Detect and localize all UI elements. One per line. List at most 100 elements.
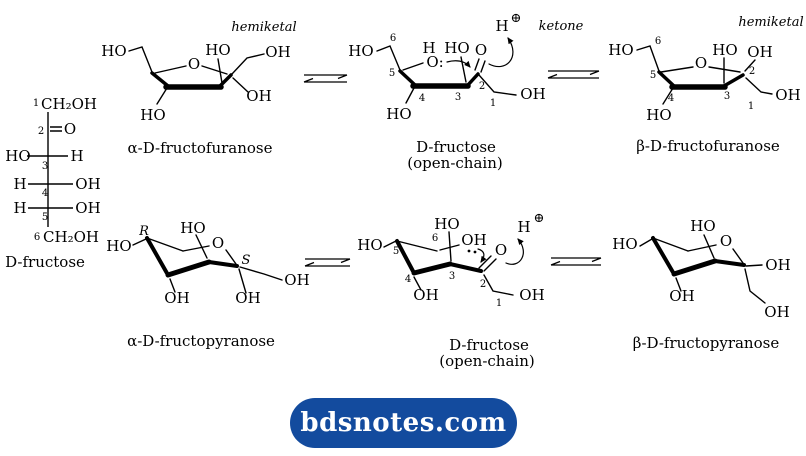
ot-c3-ho: HO [444, 39, 469, 57]
annotation-hemiketal-left: hemiketal [231, 20, 297, 35]
ob-n1: 1 [496, 298, 502, 309]
ot-n4: 4 [419, 93, 425, 104]
ob-carbonyl-o: O [495, 241, 507, 259]
fischer-c2-carbonyl-o: O [64, 120, 76, 138]
ot-c4-ho: HO [386, 105, 411, 123]
ap-r-stereo-label: R [138, 224, 149, 239]
ap-c5-ho: HO [106, 237, 131, 255]
ot-bold-bond [398, 69, 417, 87]
ob-n6: 6 [432, 233, 438, 244]
ot-bold-bond [465, 72, 480, 88]
ap-s-stereo-label: S [242, 253, 251, 268]
fischer-c3-h: H [70, 147, 83, 165]
fischer-c5-oh: OH [75, 199, 100, 217]
bf-n6: 6 [655, 36, 661, 47]
bp-bold-bond [651, 236, 676, 276]
beta-pyranose-skeleton [639, 234, 766, 304]
bf-n1: 1 [748, 101, 754, 112]
bf-c4-ho: HO [646, 106, 671, 124]
ob-bold-bond [448, 262, 483, 273]
ob-c6-oh: OH [461, 231, 486, 249]
caption-open-chain-top-line2: (open-chain) [407, 154, 503, 172]
af-c3-ho: HO [205, 41, 230, 59]
ob-lone-pair-dot [473, 250, 477, 254]
fischer-c1-group: CH₂OH [41, 95, 97, 113]
ob-n4: 4 [405, 274, 411, 285]
equilibrium-arrows-top-left [303, 74, 348, 83]
fischer-c6-group: CH₂OH [43, 228, 99, 246]
ap-bold-bond [145, 236, 170, 277]
ob-n3: 3 [449, 271, 455, 282]
fischer-c5-h: H [13, 199, 26, 217]
caption-open-chain-bottom-line1: D-fructose [449, 336, 529, 354]
fischer-c4-oh: OH [75, 175, 100, 193]
ob-c1-oh: OH [519, 286, 544, 304]
fischer-c5-number: 5 [42, 212, 48, 223]
bf-n3: 3 [724, 91, 730, 102]
ot-carbonyl-o: O [475, 41, 487, 59]
ot-n6: 6 [390, 33, 396, 44]
annotation-hemiketal-right: hemiketal [738, 15, 804, 30]
alpha-furanose-skeleton [128, 46, 265, 105]
bf-c3-ho: HO [712, 41, 737, 59]
site-pill-label: bdsnotes.com [300, 408, 507, 438]
bp-ring-o: O [720, 232, 732, 250]
fischer-c3-ho: HO [5, 147, 30, 165]
ob-c5-ho: HO [357, 236, 382, 254]
af-anomeric-oh: OH [246, 87, 271, 105]
ob-lone-pair-dot [467, 249, 471, 253]
ap-c4-oh: OH [164, 289, 189, 307]
fischer-c2-double-bond [50, 126, 62, 132]
bf-c6-ho: HO [608, 41, 633, 59]
af-bold-bond [218, 73, 233, 88]
beta-furanose-skeleton [636, 45, 773, 105]
ob-bold-bond [395, 239, 416, 275]
caption-fischer-d-fructose: D-fructose [5, 253, 85, 271]
af-c4-ho: HO [140, 106, 165, 124]
ob-c4-oh: OH [413, 286, 438, 304]
bf-n5: 5 [650, 70, 656, 81]
af-c6-ho: HO [101, 42, 126, 60]
ot-o5: O: [426, 53, 443, 71]
ap-c3-ho: HO [180, 219, 205, 237]
ot-n2: 2 [479, 81, 485, 92]
bf-bold-bond [657, 70, 676, 88]
caption-beta-fructofuranose: β-D-fructofuranose [636, 137, 780, 155]
fischer-c3-number: 3 [42, 161, 48, 172]
bp-c3-ho: HO [690, 217, 715, 235]
bp-c1-oh: OH [764, 303, 789, 321]
ap-anomeric-oh: OH [235, 289, 260, 307]
caption-open-chain-bottom-line2: (open-chain) [439, 352, 535, 370]
bf-n4: 4 [668, 93, 674, 104]
ob-carbonyl-double-bond [478, 255, 497, 272]
ap-bold-bond [165, 259, 212, 278]
caption-beta-fructopyranose: β-D-fructopyranose [632, 334, 780, 352]
ob-bold-bond [411, 261, 453, 276]
ob-n5: 5 [393, 246, 399, 257]
bp-bold-bond [713, 259, 746, 267]
site-pill[interactable]: bdsnotes.com [290, 398, 517, 448]
equilibrium-arrows-bottom-left [304, 258, 351, 267]
af-c1-oh: OH [265, 43, 290, 61]
fischer-c4-h: H [13, 175, 26, 193]
bp-c4-oh: OH [669, 287, 694, 305]
ot-n3: 3 [455, 92, 461, 103]
ot-o5-h: H [422, 39, 435, 57]
ap-bold-bond [207, 260, 239, 268]
caption-open-chain-top-line1: D-fructose [416, 138, 496, 156]
ot-proton-h: H [495, 17, 508, 35]
ob-protonation-arrow [505, 238, 524, 265]
fischer-c6-number: 6 [34, 232, 40, 243]
open-chain-top-skeleton [376, 37, 517, 104]
equilibrium-arrows-bottom-right [550, 257, 602, 266]
fischer-c1-number: 1 [33, 98, 39, 109]
ot-n5: 5 [389, 68, 395, 79]
caption-alpha-fructofuranose: α-D-fructofuranose [127, 139, 273, 157]
ap-c1-oh: OH [284, 271, 309, 289]
ob-n2: 2 [480, 279, 486, 290]
bf-n2: 2 [749, 66, 755, 77]
bp-bold-bond [671, 258, 718, 277]
ot-c1-oh: OH [520, 85, 545, 103]
ot-c6-ho: HO [348, 42, 373, 60]
